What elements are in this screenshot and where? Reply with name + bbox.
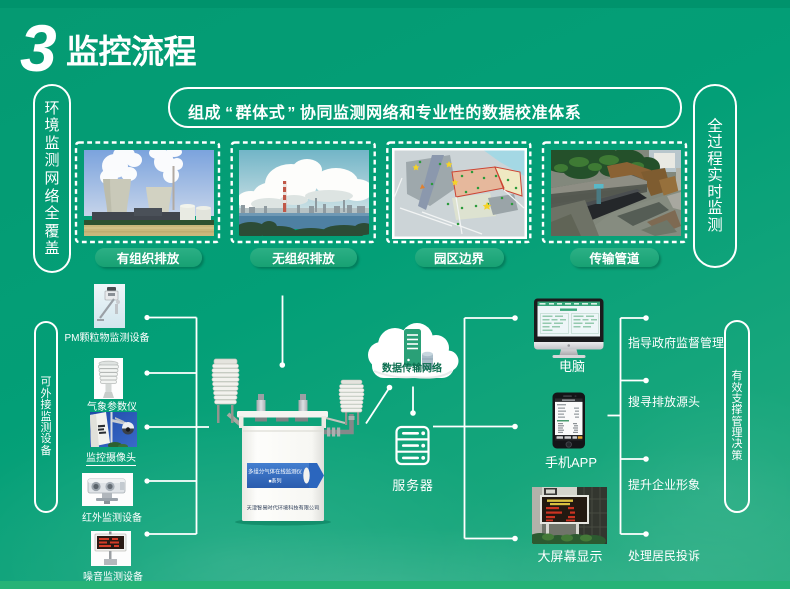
svg-text:天津智易时代环境科技有限公司: 天津智易时代环境科技有限公司 xyxy=(247,504,320,512)
svg-text:数据传输网络: 数据传输网络 xyxy=(382,362,442,375)
svg-text:多组分气体在线监测仪: 多组分气体在线监测仪 xyxy=(248,468,303,476)
svg-text:■系列: ■系列 xyxy=(268,478,281,485)
